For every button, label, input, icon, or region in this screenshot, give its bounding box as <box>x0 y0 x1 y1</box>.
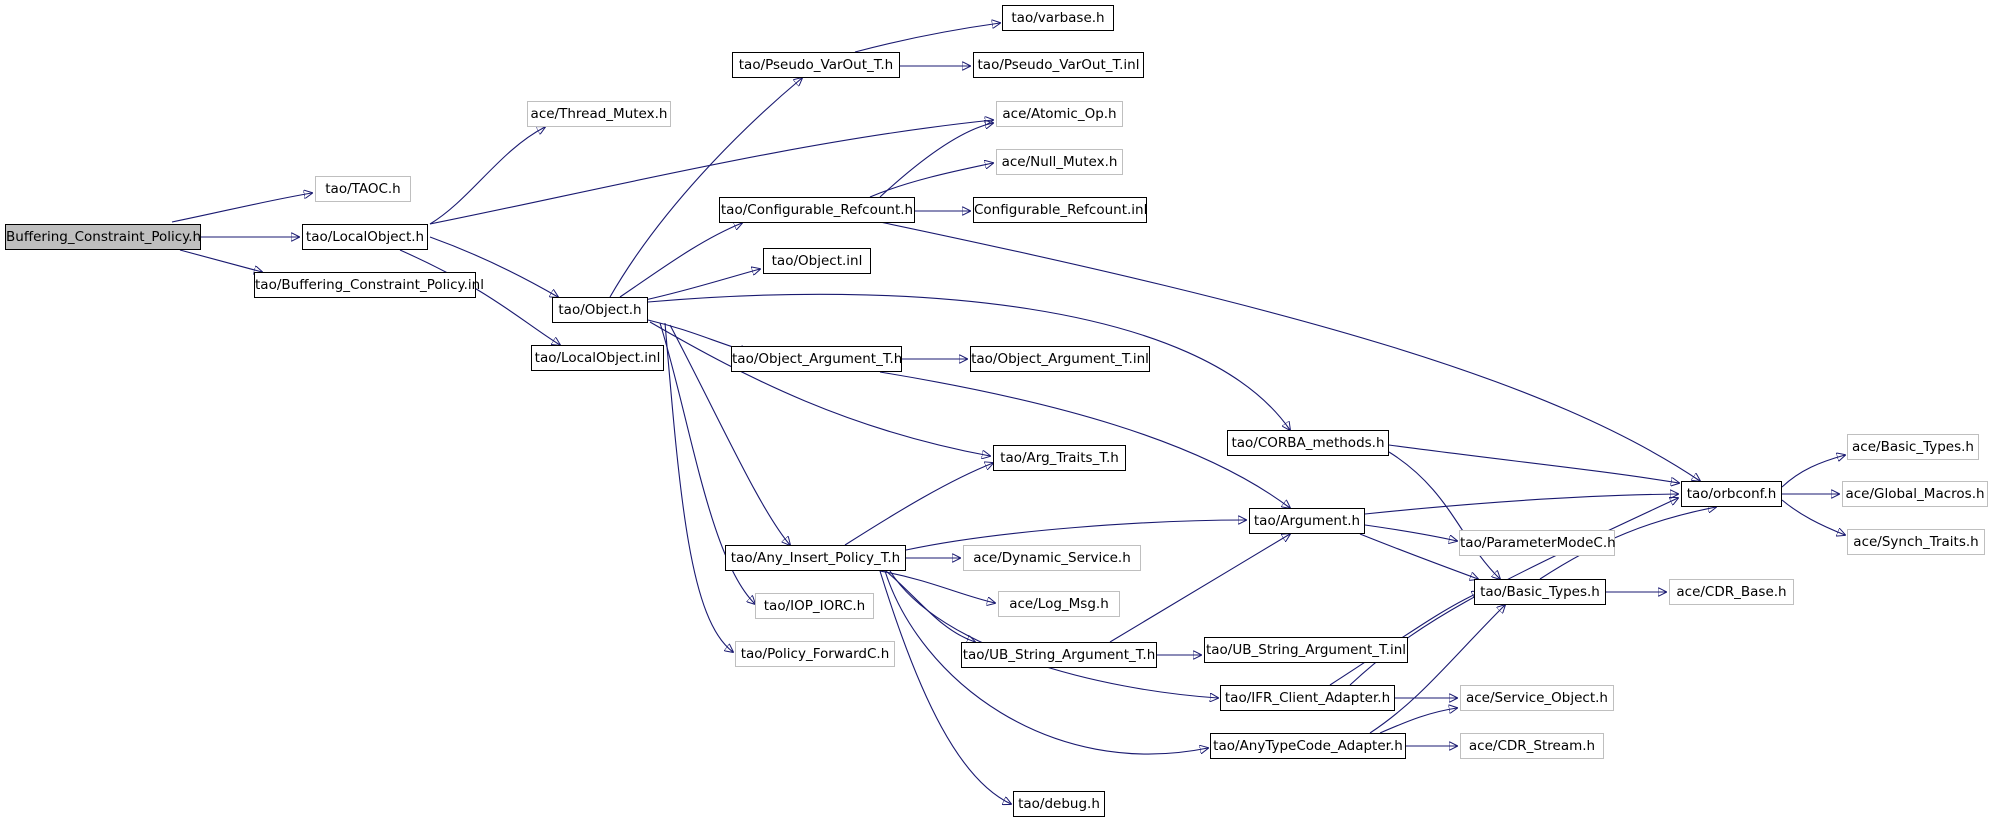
edge-any-anytypecode <box>884 570 1208 755</box>
node-tao-localobject-h[interactable]: tao/LocalObject.h <box>302 224 428 250</box>
edge-ifr-basic <box>1329 592 1480 686</box>
node-ace-atomic-op-h[interactable]: ace/Atomic_Op.h <box>996 101 1123 127</box>
edge-policy-forward <box>664 322 733 652</box>
edge-bcp-inl <box>179 249 262 272</box>
node-ace-log-msg-h[interactable]: ace/Log_Msg.h <box>998 591 1120 617</box>
node-tao-argument-h[interactable]: tao/Argument.h <box>1249 508 1365 534</box>
node-tao-pseudo-varout-t-h[interactable]: tao/Pseudo_VarOut_T.h <box>732 52 900 78</box>
edge-corba-methods <box>647 293 1290 430</box>
node-tao-ifr-client-adapter-h[interactable]: tao/IFR_Client_Adapter.h <box>1220 685 1395 711</box>
node-tao-pseudo-varout-t-inl[interactable]: tao/Pseudo_VarOut_T.inl <box>973 52 1144 78</box>
edge-orbconf-ace-basic <box>1781 455 1845 488</box>
node-tao-anytypecode-adapter-h[interactable]: tao/AnyTypeCode_Adapter.h <box>1210 733 1406 759</box>
node-tao-arg-traits-t-h[interactable]: tao/Arg_Traits_T.h <box>993 445 1126 471</box>
edge-cr-atomic <box>879 123 993 198</box>
node-tao-taoc-h[interactable]: tao/TAOC.h <box>315 176 411 202</box>
edge-atomic-op <box>429 120 993 225</box>
edge-configurable-refcount <box>619 223 742 298</box>
node-ace-basic-types-h[interactable]: ace/Basic_Types.h <box>1847 434 1979 460</box>
node-tao-iop-iorc-h[interactable]: tao/IOP_IORC.h <box>755 593 874 619</box>
node-tao-object-h[interactable]: tao/Object.h <box>552 297 648 323</box>
node-tao-basic-types-h[interactable]: tao/Basic_Types.h <box>1474 579 1606 605</box>
node-ace-synch-traits-h[interactable]: ace/Synch_Traits.h <box>1847 529 1985 555</box>
edge-argument-parameter <box>1364 524 1457 541</box>
edge-atc-basic <box>1369 605 1505 734</box>
edge-ub-argument <box>1109 534 1290 643</box>
edge-orbconf-synch <box>1781 499 1845 535</box>
edge-any-arg-traits <box>844 463 993 546</box>
edge-argument-orbconf <box>1364 494 1678 515</box>
node-tao-object-argument-t-h[interactable]: tao/Object_Argument_T.h <box>731 346 902 372</box>
node-tao-orbconf-h[interactable]: tao/orbconf.h <box>1681 481 1782 507</box>
edge-iop-iorc <box>659 322 755 604</box>
node-tao-ub-string-argument-t-inl[interactable]: tao/UB_String_Argument_T.inl <box>1204 637 1408 663</box>
node-tao-corba-methods-h[interactable]: tao/CORBA_methods.h <box>1227 430 1389 456</box>
node-tao-ub-string-argument-t-h[interactable]: tao/UB_String_Argument_T.h <box>961 642 1157 668</box>
edge-any-argument <box>905 520 1246 551</box>
node-ace-dynamic-service-h[interactable]: ace/Dynamic_Service.h <box>963 545 1141 571</box>
node-tao-policy-forwardc-h[interactable]: tao/Policy_ForwardC.h <box>735 641 895 667</box>
node-ace-global-macros-h[interactable]: ace/Global_Macros.h <box>1842 481 1988 507</box>
edge-any-insert <box>669 324 790 545</box>
node-ace-null-mutex-h[interactable]: ace/Null_Mutex.h <box>996 149 1123 175</box>
node-tao-buffering-constraint-policy-inl[interactable]: tao/Buffering_Constraint_Policy.inl <box>254 272 484 298</box>
edge-corba-basic <box>1388 451 1500 579</box>
node-ace-thread-mutex-h[interactable]: ace/Thread_Mutex.h <box>527 101 671 127</box>
node-configurable-refcount-inl[interactable]: Configurable_Refcount.inl <box>973 197 1147 223</box>
node-ace-service-object-h[interactable]: ace/Service_Object.h <box>1460 685 1614 711</box>
edge-pseudo-varout <box>609 78 802 298</box>
node-tao-any-insert-policy-t-h[interactable]: tao/Any_Insert_Policy_T.h <box>725 545 906 571</box>
node-tao-localobject-inl[interactable]: tao/LocalObject.inl <box>531 345 664 371</box>
edge-object-inl <box>644 269 760 301</box>
edge-argument-basic <box>1359 533 1478 579</box>
edge-any-debug <box>879 570 1011 804</box>
node-ace-cdr-base-h[interactable]: ace/CDR_Base.h <box>1669 579 1794 605</box>
edge-varbase <box>854 23 1000 53</box>
edge-thread-mutex <box>429 127 545 225</box>
edge-arg-traits <box>649 321 990 456</box>
node-tao-varbase-h[interactable]: tao/varbase.h <box>1002 5 1114 31</box>
edge-basic-orbconf <box>1539 507 1716 580</box>
edge-localobject-inl <box>399 249 560 345</box>
edge-object-h <box>429 236 558 297</box>
edge-taoc <box>171 193 312 223</box>
node-tao-debug-h[interactable]: tao/debug.h <box>1013 791 1105 817</box>
node-buffering-constraint-policy-h[interactable]: Buffering_Constraint_Policy.h <box>5 224 201 250</box>
node-tao-configurable-refcount-h[interactable]: tao/Configurable_Refcount.h <box>719 197 915 223</box>
edge-atc-service <box>1379 708 1457 734</box>
edge-any-log <box>879 570 995 603</box>
node-tao-parametermodec-h[interactable]: tao/ParameterModeC.h <box>1459 530 1616 556</box>
edge-oa-argument <box>879 371 1290 508</box>
edge-corba-orbconf <box>1388 444 1679 483</box>
node-tao-object-inl[interactable]: tao/Object.inl <box>763 248 871 274</box>
node-ace-cdr-stream-h[interactable]: ace/CDR_Stream.h <box>1460 733 1604 759</box>
node-tao-object-argument-t-inl[interactable]: tao/Object_Argument_T.inl <box>970 346 1150 372</box>
edge-cr-orbconf <box>879 221 1700 481</box>
edge-cr-null <box>869 163 993 198</box>
